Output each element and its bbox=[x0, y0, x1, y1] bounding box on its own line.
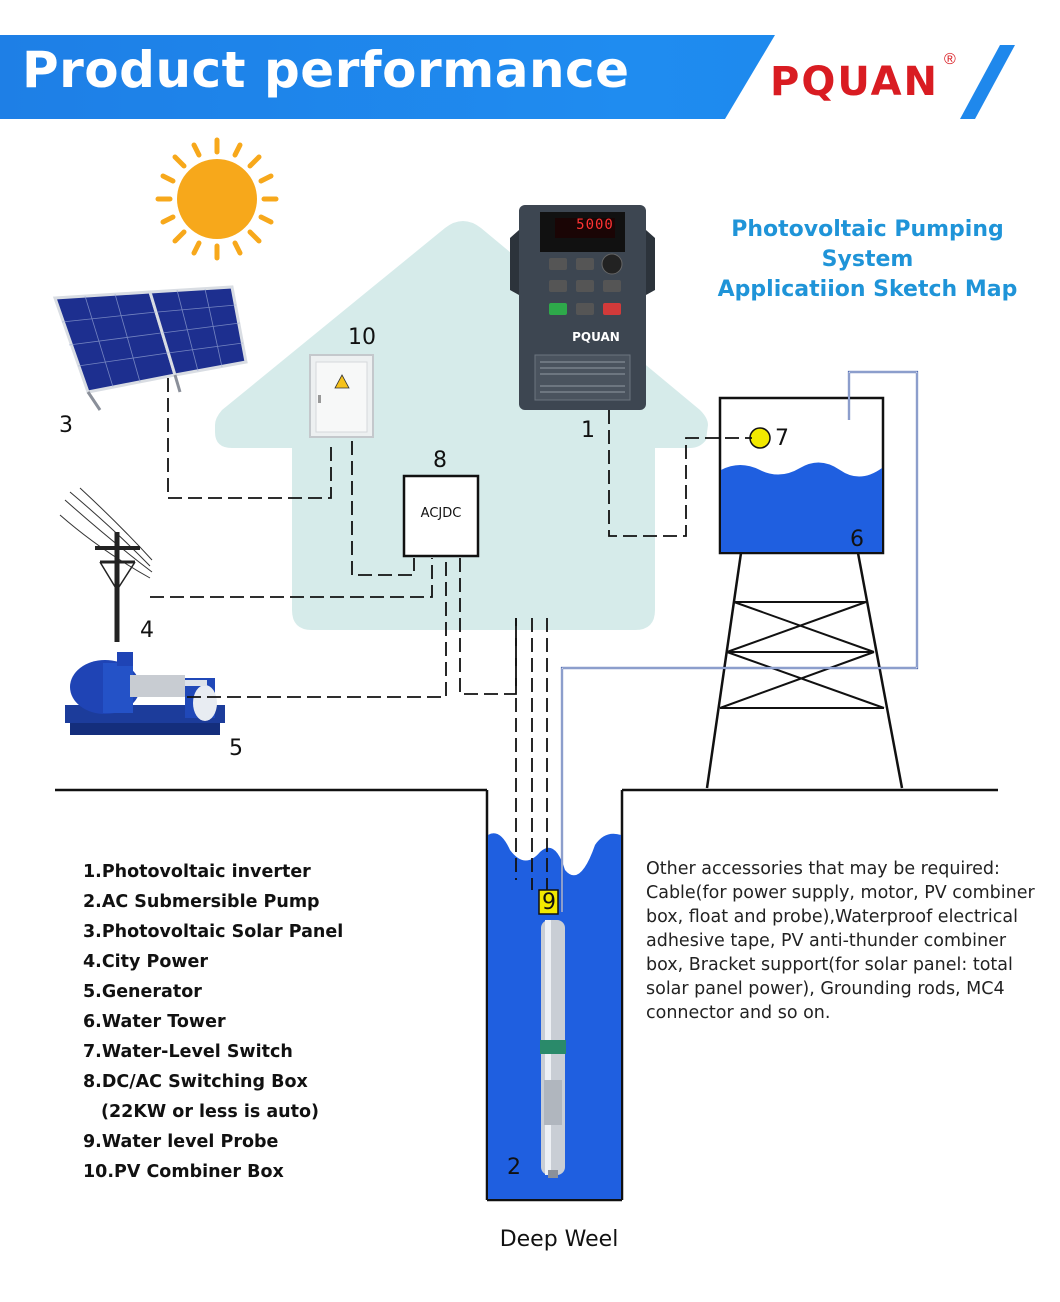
legend-item: 10.PV Combiner Box bbox=[83, 1162, 284, 1182]
inverter-display: 5000 bbox=[576, 217, 614, 233]
diagram-title-line2: Applicatiion Sketch Map bbox=[717, 277, 1018, 302]
logo-background bbox=[725, 35, 1060, 119]
diagram-title: Photovoltaic Pumping System Applicatiion… bbox=[690, 215, 1045, 305]
inverter-icon bbox=[510, 205, 655, 410]
legend-item: 2.AC Submersible Pump bbox=[83, 892, 320, 912]
legend-item: 6.Water Tower bbox=[83, 1012, 226, 1032]
solar-panel-icon bbox=[52, 285, 248, 411]
legend-list: 1.Photovoltaic inverter 2.AC Submersible… bbox=[83, 857, 343, 1187]
legend-item: 5.Generator bbox=[83, 982, 202, 1002]
label-1: 1 bbox=[581, 418, 595, 443]
combiner-box-icon bbox=[309, 354, 374, 438]
label-10: 10 bbox=[348, 325, 376, 350]
legend-item: 1.Photovoltaic inverter bbox=[83, 862, 311, 882]
label-9: 9 bbox=[542, 890, 556, 915]
registered-mark: ® bbox=[944, 51, 956, 68]
well-caption: Deep Weel bbox=[499, 1227, 619, 1252]
label-7: 7 bbox=[775, 426, 789, 451]
water-probe bbox=[538, 889, 559, 915]
power-pole-icon bbox=[59, 487, 153, 642]
page-title: Product performance bbox=[22, 41, 630, 99]
logo-panel: PQUAN ® bbox=[0, 35, 1060, 119]
submersible-pump-icon bbox=[540, 920, 566, 1178]
label-5: 5 bbox=[229, 736, 243, 761]
label-8: 8 bbox=[433, 448, 447, 473]
wiring bbox=[150, 378, 752, 890]
water-tower-icon bbox=[705, 396, 904, 789]
label-6: 6 bbox=[850, 527, 864, 552]
legend-item: 4.City Power bbox=[83, 952, 209, 972]
label-3: 3 bbox=[59, 413, 73, 438]
switching-box bbox=[402, 474, 480, 558]
label-2: 2 bbox=[507, 1155, 521, 1180]
header-banner: Product performance PQUAN ® bbox=[0, 35, 1060, 119]
accessories-note: Other accessories that may be required: … bbox=[646, 859, 1035, 1023]
generator-icon bbox=[65, 652, 225, 735]
legend-item: 8.DC/AC Switching Box bbox=[83, 1072, 308, 1092]
legend-item: 7.Water-Level Switch bbox=[83, 1042, 293, 1062]
legend-item: 3.Photovoltaic Solar Panel bbox=[83, 922, 344, 942]
diagram-title-line1: Photovoltaic Pumping System bbox=[731, 217, 1004, 272]
brand-logo: PQUAN bbox=[770, 59, 940, 105]
switching-box-label: ACJDC bbox=[420, 506, 462, 521]
label-4: 4 bbox=[140, 618, 154, 643]
inverter-brand: PQUAN bbox=[572, 330, 620, 344]
float-switch-icon bbox=[749, 427, 771, 449]
sun-icon bbox=[155, 137, 279, 261]
legend-item-note: (22KW or less is auto) bbox=[101, 1102, 320, 1122]
legend-item: 9.Water level Probe bbox=[83, 1132, 279, 1152]
